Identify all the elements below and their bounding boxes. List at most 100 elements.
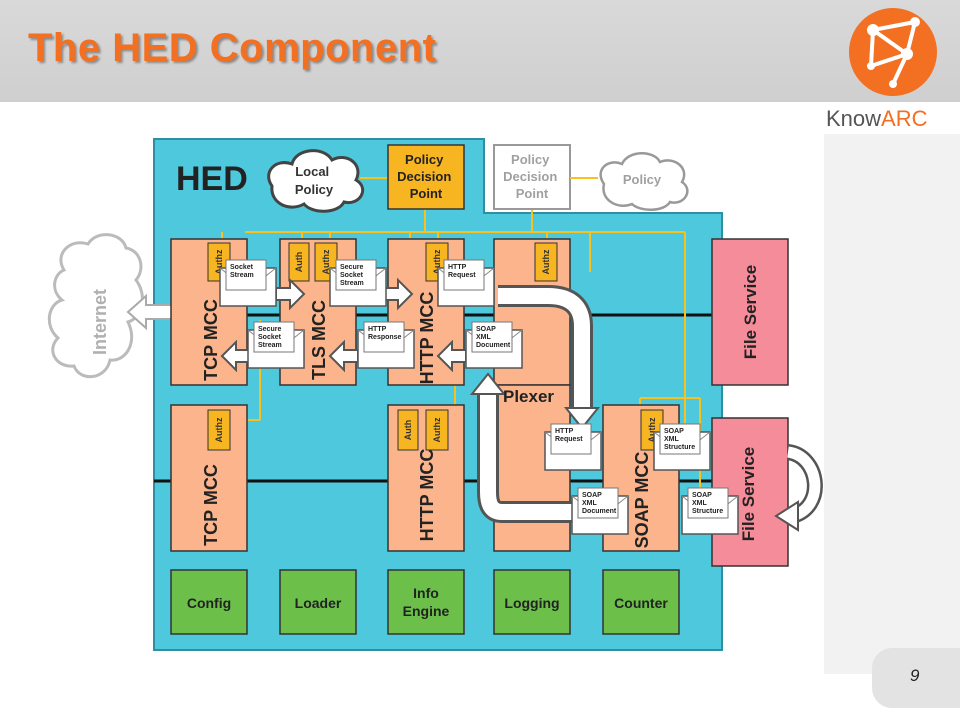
local-policy-line2: Policy: [295, 182, 334, 197]
envelope-soap-xml-document-in-text-1: XML: [476, 334, 492, 341]
pdp-line2: Decision: [397, 169, 451, 184]
envelope-secure-socket-stream-in-text-1: Socket: [340, 272, 364, 279]
file-service-bottom-label: File Service: [739, 447, 758, 542]
soap-mcc-label: SOAP MCC: [632, 452, 652, 549]
remote-pdp-line3: Point: [516, 186, 549, 201]
authz-label-1: Authz: [214, 249, 224, 274]
envelope-socket-stream-text-0: Socket: [230, 264, 254, 271]
authz-label-5: Authz: [214, 417, 224, 442]
module-0: Config: [170, 569, 248, 635]
envelope-soap-xml-structure-out-text-2: Structure: [692, 508, 723, 515]
http-mcc-bottom-label: HTTP MCC: [417, 449, 437, 542]
file-service-top: [711, 238, 789, 386]
hed-label: HED: [176, 160, 248, 198]
authz-label-2: Authz: [321, 249, 331, 274]
envelope-soap-xml-structure-out-text-1: XML: [692, 500, 708, 507]
brand-suffix: ARC: [881, 106, 928, 131]
envelope-soap-xml-document-out-text-2: Document: [582, 508, 617, 515]
flow-arrows: [220, 277, 467, 373]
slide-title: The HED Component: [28, 26, 437, 70]
envelope-soap-xml-document-out-text-1: XML: [582, 500, 598, 507]
authz-label-4: Authz: [541, 249, 551, 274]
message-envelopes: SocketStreamSecureSocketStreamHTTPReques…: [219, 259, 739, 535]
envelope-http-request-plexer-text-1: Request: [555, 436, 583, 443]
authz-label-6: Authz: [432, 417, 442, 442]
envelope-http-response-text-1: Response: [368, 334, 402, 341]
envelope-http-request-in-text-0: HTTP: [448, 264, 467, 271]
envelope-secure-socket-stream-in-text-2: Stream: [340, 280, 364, 287]
remote-pdp-line1: Policy: [511, 152, 550, 167]
module-2-label-0: Info: [413, 585, 439, 601]
page-number: 9: [910, 666, 920, 685]
module-4-label-0: Counter: [614, 595, 668, 611]
authz-label-7: Authz: [647, 417, 657, 442]
remote-policy-cloud: Policy: [599, 152, 689, 211]
local-policy-cloud: Local Policy: [267, 149, 365, 213]
authz-label-3: Authz: [432, 249, 442, 274]
envelope-soap-xml-structure-out-text-0: SOAP: [692, 492, 712, 499]
file-service-top-label: File Service: [741, 265, 760, 360]
module-3-label-0: Logging: [504, 595, 559, 611]
envelope-secure-socket-stream-out-text-0: Secure: [258, 326, 281, 333]
module-1: Loader: [279, 569, 357, 635]
right-strip: [824, 134, 960, 674]
brand-wordmark: KnowARC: [826, 106, 928, 132]
pdp-line1: Policy: [405, 152, 444, 167]
page-number-tab: [872, 648, 960, 708]
envelope-soap-xml-structure-in-text-0: SOAP: [664, 428, 684, 435]
envelope-soap-xml-structure-in-text-2: Structure: [664, 444, 695, 451]
envelope-secure-socket-stream-out-text-2: Stream: [258, 342, 282, 349]
auth-label-2: Auth: [403, 420, 413, 441]
plexer-flow-arrow-icon: [469, 285, 601, 523]
envelope-http-request-plexer-text-0: HTTP: [555, 428, 574, 435]
internet-label: Internet: [90, 289, 110, 355]
envelope-http-response-text-0: HTTP: [368, 326, 387, 333]
pdp-line3: Point: [410, 186, 443, 201]
auth-labels: Authz Auth Authz Authz Authz Authz Auth …: [214, 249, 657, 442]
svg-text:Policy Decision Po: Policy Decision Point: [503, 152, 561, 201]
envelope-socket-stream-text-1: Stream: [230, 272, 254, 279]
remote-policy-decision-point: Policy Decision Point: [493, 144, 571, 210]
envelope-http-request-in-text-1: Request: [448, 272, 476, 279]
module-3: Logging: [493, 569, 571, 635]
module-1-label-0: Loader: [295, 595, 342, 611]
remote-pdp-line2: Decision: [503, 169, 557, 184]
remote-policy-label: Policy: [623, 172, 662, 187]
plexer-label: Plexer: [503, 387, 554, 406]
tls-mcc-top-label: TLS MCC: [309, 300, 329, 380]
tcp-mcc-bottom-label: TCP MCC: [201, 464, 221, 546]
module-2-label-1: Engine: [403, 603, 450, 619]
envelope-soap-xml-structure-in-text-1: XML: [664, 436, 680, 443]
envelope-soap-xml-document-out-text-0: SOAP: [582, 492, 602, 499]
internet-cloud: Internet: [47, 233, 144, 378]
auth-label-1: Auth: [294, 252, 304, 273]
svg-text:Policy Decision Po: Policy Decision Point: [397, 152, 455, 201]
svg-text:Local Policy: Local Policy: [295, 164, 334, 197]
policy-decision-point: Policy Decision Point: [387, 144, 465, 210]
http-mcc-top-label: HTTP MCC: [417, 292, 437, 385]
local-policy-line1: Local: [295, 164, 329, 179]
header-bar: [0, 0, 960, 102]
envelope-secure-socket-stream-out-text-1: Socket: [258, 334, 282, 341]
mcc-bottom-row: [170, 384, 680, 552]
envelope-soap-xml-document-in-text-2: Document: [476, 342, 511, 349]
envelope-secure-socket-stream-in-text-0: Secure: [340, 264, 363, 271]
module-0-label-0: Config: [187, 595, 231, 611]
tcp-mcc-top-label: TCP MCC: [201, 299, 221, 381]
loop-arrow-icon: [774, 444, 823, 532]
envelope-soap-xml-document-in-text-0: SOAP: [476, 326, 496, 333]
module-4: Counter: [602, 569, 680, 635]
